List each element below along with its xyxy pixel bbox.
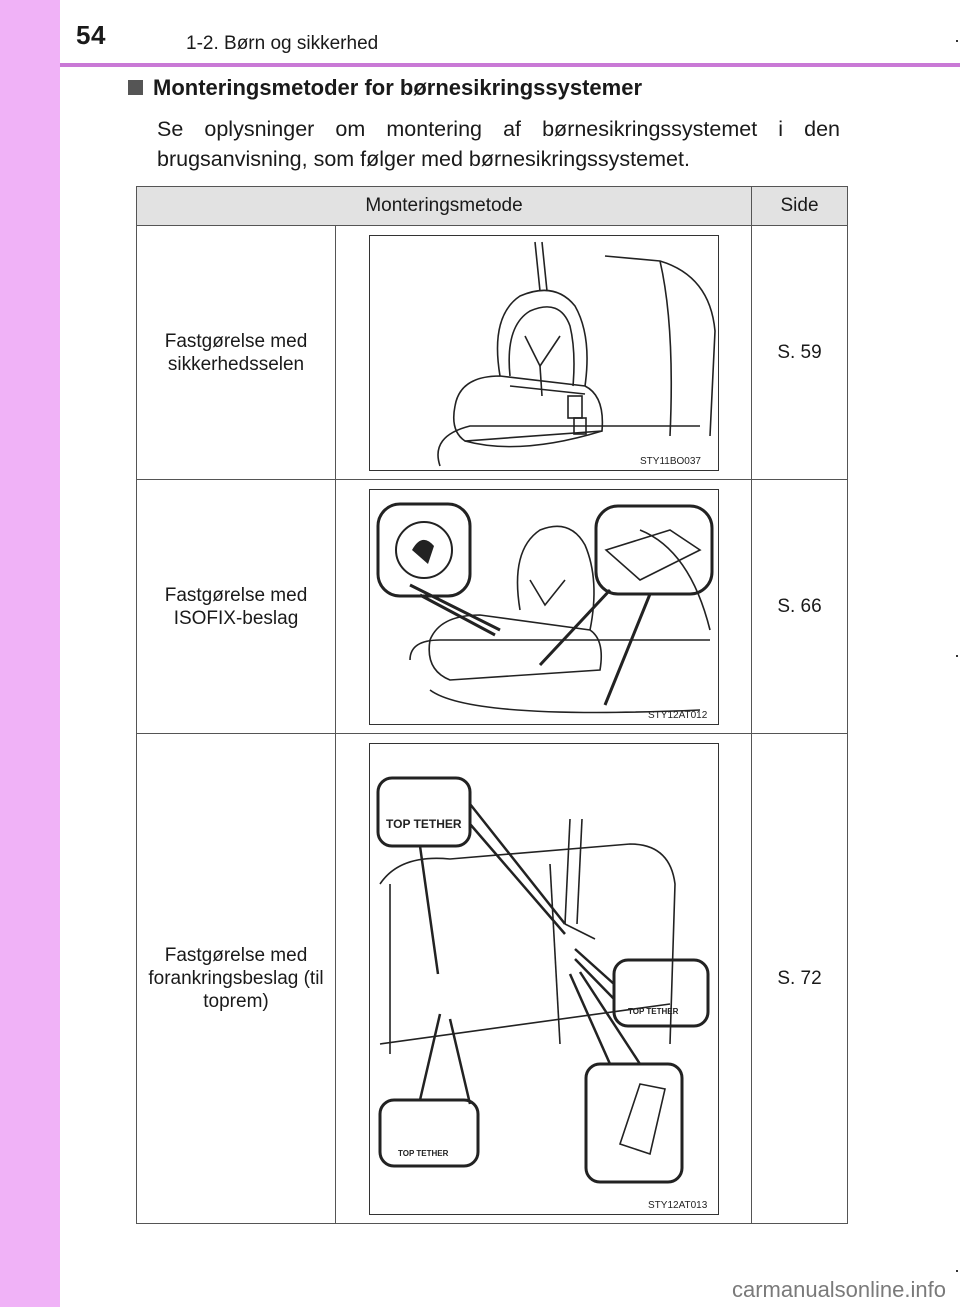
table-row: Fastgørelse med forankringsbeslag (til t… <box>136 733 848 1224</box>
header-page: Side <box>751 186 848 226</box>
header-divider <box>60 63 960 67</box>
table-row: Fastgørelse med sikkerhedsselen <box>136 225 848 480</box>
top-tether-child-seat-illustration: TOP TETHER TOP TETHER TOP TETHER STY12AT… <box>368 742 719 1215</box>
edge-mark <box>956 1270 958 1272</box>
edge-mark <box>956 655 958 657</box>
top-tether-label: TOP TETHER <box>628 1007 679 1016</box>
seatbelt-child-seat-illustration: STY11BO037 <box>368 234 719 471</box>
edge-mark <box>956 40 958 42</box>
figure-code: STY11BO037 <box>640 456 701 467</box>
top-tether-label: TOP TETHER <box>398 1149 449 1158</box>
figure-code: STY12AT012 <box>648 710 708 721</box>
chapter-sidebar-tab <box>0 0 60 1307</box>
installation-methods-table: Monteringsmetode Side Fastgørelse med si… <box>136 186 848 1224</box>
page-reference: S. 66 <box>751 479 848 734</box>
chapter-title: 1-2. Børn og sikkerhed <box>186 33 379 54</box>
page-reference: S. 72 <box>751 733 848 1224</box>
bullet-square-icon <box>128 80 143 95</box>
isofix-child-seat-illustration: STY12AT012 <box>368 488 719 725</box>
section-heading-text: Monteringsmetoder for børnesikringssyste… <box>153 75 643 100</box>
figure-cell: STY11BO037 <box>335 225 752 480</box>
section-heading: Monteringsmetoder for børnesikringssyste… <box>128 75 642 101</box>
top-tether-label: TOP TETHER <box>386 817 462 831</box>
watermark: carmanualsonline.info <box>731 1277 946 1302</box>
figure-cell: STY12AT012 <box>335 479 752 734</box>
method-label: Fastgørelse med ISOFIX-beslag <box>136 479 336 734</box>
page-number: 54 <box>76 20 106 50</box>
method-label: Fastgørelse med sikkerhedsselen <box>136 225 336 480</box>
table-header-row: Monteringsmetode Side <box>136 186 848 226</box>
method-label: Fastgørelse med forankringsbeslag (til t… <box>136 733 336 1224</box>
isofix-symbol-icon <box>411 539 434 564</box>
header-method: Monteringsmetode <box>136 186 752 226</box>
figure-cell: TOP TETHER TOP TETHER TOP TETHER STY12AT… <box>335 733 752 1224</box>
page-reference: S. 59 <box>751 225 848 480</box>
table-row: Fastgørelse med ISOFIX-beslag <box>136 479 848 734</box>
figure-code: STY12AT013 <box>648 1200 708 1211</box>
intro-paragraph: Se oplysninger om montering af børnesikr… <box>157 117 840 171</box>
